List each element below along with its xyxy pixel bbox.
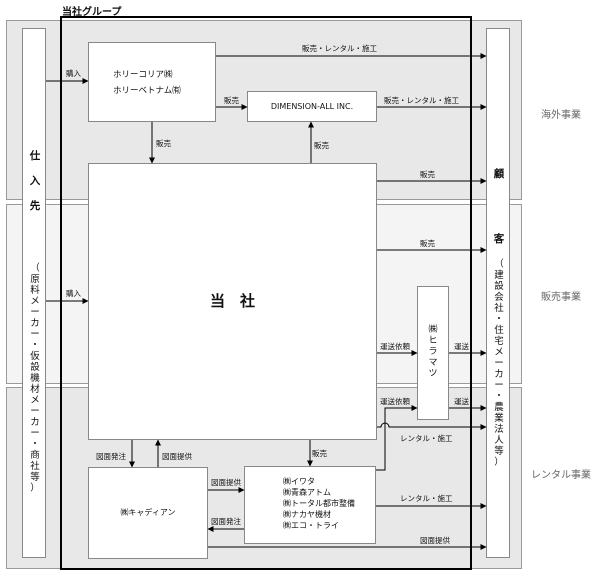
vertical-glyph: 住	[494, 325, 504, 336]
label-company-to-dimension: 販売	[314, 141, 329, 150]
vertical-glyph: 建	[494, 270, 504, 281]
segment-label-sales: 販売事業	[541, 292, 581, 303]
dimension-all-label: DIMENSION-ALL INC.	[270, 102, 354, 111]
customers-column: 顧客 （建設会社・住宅メーカー・農業法人等）	[486, 28, 510, 558]
label-purchase-mid: 購入	[66, 289, 81, 298]
holy-subsidiaries-box: ホリーコリア㈱ ホリーベトナム㈲	[88, 42, 216, 122]
label-drawing-provide-right: 図面提供	[211, 478, 241, 487]
vertical-glyph: 材	[30, 384, 40, 395]
vertical-glyph: 仕	[29, 150, 41, 162]
vertical-glyph: 設	[494, 281, 504, 292]
label-dimension-to-customers: 販売・レンタル・施工	[384, 96, 459, 105]
vertical-glyph: マ	[428, 358, 438, 368]
vertical-glyph: ツ	[428, 369, 438, 379]
vertical-glyph: メ	[494, 347, 504, 358]
vertical-glyph: 社	[30, 461, 40, 472]
vertical-glyph: 機	[30, 373, 40, 384]
vertical-glyph: ）	[494, 457, 504, 468]
label-rental-to-customers: レンタル・施工	[400, 494, 453, 503]
vertical-glyph: 等	[30, 472, 40, 483]
rental-company-eco-try: ㈱エコ・トライ	[283, 521, 339, 530]
segment-label-rental: レンタル事業	[531, 470, 591, 481]
vertical-glyph: 業	[494, 413, 504, 424]
suppliers-column: 仕入先 （原料メーカー・仮設機材メーカー・商社等）	[22, 28, 46, 558]
vertical-glyph: 会	[494, 292, 504, 303]
segment-label-overseas: 海外事業	[541, 110, 581, 121]
label-transport-2: 運送	[454, 397, 469, 406]
vertical-glyph: 原	[30, 274, 40, 285]
label-drawing-order-left: 図面発注	[211, 517, 241, 526]
vertical-glyph: （	[494, 259, 504, 270]
vertical-glyph: ヒ	[428, 336, 438, 346]
suppliers-detail: （原料メーカー・仮設機材メーカー・商社等）	[23, 263, 47, 494]
vertical-glyph: ・	[494, 314, 504, 325]
label-company-to-rental: 販売	[312, 449, 327, 458]
vertical-glyph: ㈱	[428, 325, 438, 335]
label-transport-request-1: 運送依頼	[380, 342, 410, 351]
vertical-glyph: 設	[30, 362, 40, 373]
label-cadian-drawing: 図面提供	[420, 536, 450, 545]
hiramatsu-label: ㈱ヒラマツ	[418, 325, 448, 380]
label-company-to-customers-2: 販売	[420, 239, 435, 248]
vertical-glyph: カ	[494, 369, 504, 380]
vertical-glyph: ）	[30, 483, 40, 494]
vertical-glyph: カ	[30, 318, 40, 329]
label-drawing-order-down: 図面発注	[96, 452, 126, 461]
vertical-glyph: 料	[30, 285, 40, 296]
vertical-glyph: ー	[494, 358, 504, 369]
label-company-rental-to-customers: レンタル・施工	[400, 434, 453, 443]
label-holy-to-dimension: 販売	[224, 96, 239, 105]
vertical-glyph: ・	[30, 340, 40, 351]
vertical-glyph: ・	[494, 391, 504, 402]
vertical-glyph: ー	[30, 307, 40, 318]
vertical-glyph: カ	[30, 417, 40, 428]
vertical-glyph: 入	[29, 175, 41, 187]
cadian-box: ㈱キャディアン	[88, 467, 208, 559]
label-holy-to-customers: 販売・レンタル・施工	[302, 44, 377, 53]
vertical-glyph: ・	[30, 439, 40, 450]
vertical-glyph: 農	[494, 402, 504, 413]
label-purchase-top: 購入	[66, 69, 81, 78]
rental-company-iwata: ㈱イワタ	[283, 477, 315, 486]
vertical-glyph: ラ	[428, 347, 438, 357]
label-transport-1: 運送	[454, 342, 469, 351]
vertical-glyph: 顧	[493, 168, 505, 180]
rental-company-nakaya-kizai: ㈱ナカヤ機材	[283, 510, 331, 519]
holy-korea-label: ホリーコリア㈱	[113, 70, 173, 80]
vertical-glyph: ー	[30, 428, 40, 439]
label-drawing-provide-up: 図面提供	[162, 452, 192, 461]
rental-company-aomori-atom: ㈱青森アトム	[283, 488, 331, 497]
vertical-glyph: 等	[494, 446, 504, 457]
vertical-glyph: 人	[494, 435, 504, 446]
customers-title: 顧客	[487, 169, 511, 299]
group-frame	[60, 16, 472, 570]
vertical-glyph: 宅	[494, 336, 504, 347]
cadian-label: ㈱キャディアン	[120, 508, 176, 517]
vertical-glyph: メ	[30, 296, 40, 307]
holy-vietnam-label: ホリーベトナム㈲	[113, 86, 181, 96]
rental-company-total-toshi-seibi: ㈱トータル都市整備	[283, 499, 355, 508]
company-label: 当 社	[209, 292, 255, 310]
suppliers-title: 仕入先	[23, 151, 47, 226]
hiramatsu-box: ㈱ヒラマツ	[417, 286, 449, 420]
vertical-glyph: 先	[29, 200, 41, 212]
dimension-all-box: DIMENSION-ALL INC.	[247, 91, 377, 122]
vertical-glyph: 商	[30, 450, 40, 461]
label-transport-request-2: 運送依頼	[380, 397, 410, 406]
vertical-glyph: ー	[30, 329, 40, 340]
group-title: 当社グループ	[62, 7, 122, 18]
vertical-glyph: 仮	[30, 351, 40, 362]
company-box: 当 社	[88, 163, 377, 440]
vertical-glyph: ー	[494, 380, 504, 391]
vertical-glyph: 社	[494, 303, 504, 314]
rental-group-box: ㈱イワタ ㈱青森アトム ㈱トータル都市整備 ㈱ナカヤ機材 ㈱エコ・トライ	[244, 466, 376, 544]
vertical-glyph: （	[30, 263, 40, 274]
vertical-glyph: ー	[30, 406, 40, 417]
customers-detail: （建設会社・住宅メーカー・農業法人等）	[487, 259, 511, 468]
label-holy-to-company: 販売	[156, 139, 171, 148]
label-company-to-customers-1: 販売	[420, 170, 435, 179]
vertical-glyph: 客	[493, 233, 505, 245]
vertical-glyph: 法	[494, 424, 504, 435]
vertical-glyph: メ	[30, 395, 40, 406]
